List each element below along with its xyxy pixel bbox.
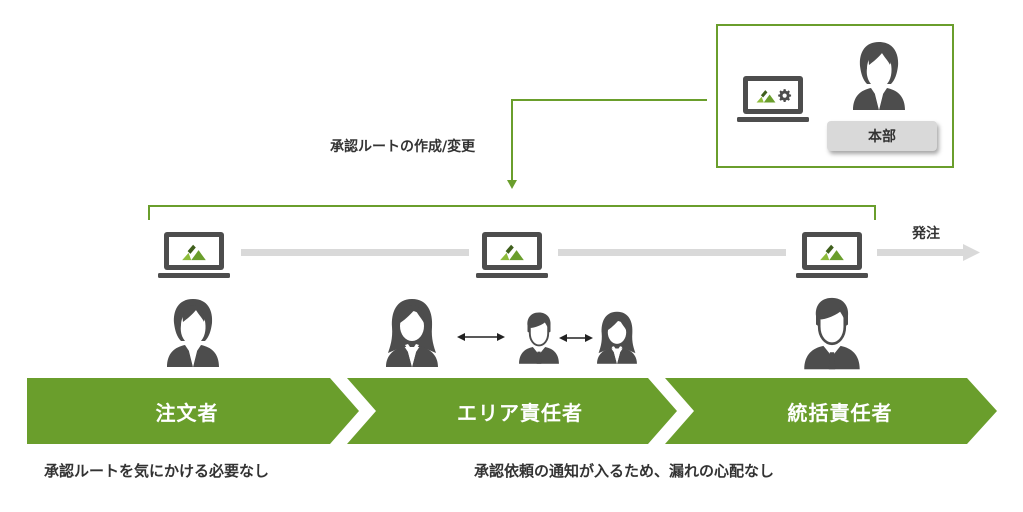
laptop-app-icon xyxy=(158,230,230,280)
laptop-app-icon xyxy=(476,230,548,280)
person-female-long-hair-icon xyxy=(594,310,640,364)
stage-chevron-2 xyxy=(347,378,677,444)
route-edit-label: 承認ルートの作成/変更 xyxy=(330,139,476,155)
group-bracket xyxy=(148,205,876,220)
stage-label-area-manager: エリア責任者 xyxy=(457,400,583,425)
order-connector xyxy=(877,249,965,256)
order-arrowhead xyxy=(963,244,980,261)
person-female-icon xyxy=(163,295,223,369)
stage-chevron-1 xyxy=(27,378,359,444)
headquarters-label: 本部 xyxy=(827,121,937,151)
stage-label-orderer: 注文者 xyxy=(155,400,219,425)
note-orderer: 承認ルートを気にかける必要なし xyxy=(44,462,270,480)
route-line xyxy=(511,99,707,182)
person-male-icon xyxy=(516,310,562,364)
headquarters-box xyxy=(716,24,954,168)
person-male-icon xyxy=(800,294,864,370)
stage-chevron-3 xyxy=(665,378,997,444)
note-approvers: 承認依頼の通知が入るため、漏れの心配なし xyxy=(474,462,775,480)
laptop-app-icon xyxy=(796,230,868,280)
flow-connector-2 xyxy=(558,249,786,256)
order-label: 発注 xyxy=(912,226,940,242)
double-arrow-icon xyxy=(559,334,593,342)
route-arrowhead xyxy=(507,180,517,189)
flow-connector-1 xyxy=(241,249,469,256)
stage-label-general-manager: 統括責任者 xyxy=(787,400,893,425)
person-female-long-hair-icon xyxy=(382,295,442,369)
double-arrow-icon xyxy=(457,333,505,341)
